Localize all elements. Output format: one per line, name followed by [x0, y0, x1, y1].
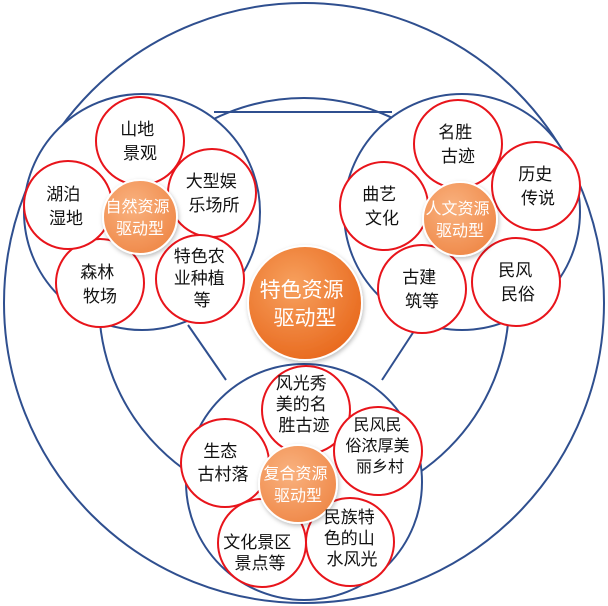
center-line: 特色资源	[260, 278, 344, 302]
petal-line: 景观	[123, 144, 157, 164]
petal-circle	[55, 238, 145, 328]
hub-line: 人文资源	[425, 199, 489, 218]
petal-line: 等	[194, 291, 211, 311]
petal-line: 森林	[80, 263, 114, 283]
petal-label: 名胜 古迹	[438, 123, 477, 167]
petal-line: 湿地	[49, 209, 83, 229]
petal-line: 牧场	[83, 287, 117, 307]
hub-circle-composite	[258, 444, 338, 524]
center-label: 特色资源 驱动型	[260, 278, 351, 330]
petal-label: 民风民 俗浓厚美 丽乡村	[345, 415, 414, 476]
petal-circle	[339, 161, 429, 251]
petal-circle	[413, 99, 503, 189]
petal-line: 乐场所	[189, 196, 240, 216]
petal-line: 传说	[521, 189, 555, 209]
petal-line: 美的名	[276, 395, 327, 415]
petal-label: 生态 古村落	[198, 442, 249, 485]
petal-line: 民风	[498, 261, 532, 281]
group-natural: 山地 景观 大型娱 乐场所 特色农 业种植 等 森林 牧场 湖泊 湿地 自然资源…	[23, 96, 257, 328]
petal-line: 民俗	[501, 285, 535, 305]
hub-line: 复合资源	[263, 464, 327, 483]
petal-circle	[333, 406, 423, 496]
petal-line: 曲艺	[362, 185, 396, 205]
connectors	[187, 111, 419, 381]
petal-line: 大型娱	[186, 172, 237, 192]
petal-line: 俗浓厚美	[345, 436, 409, 455]
petal-line: 风光秀	[276, 374, 327, 394]
petal-line: 古迹	[441, 147, 475, 167]
petal-label: 特色农 业种植 等	[174, 247, 230, 311]
petal-line: 胜古迹	[279, 416, 330, 436]
hub-line: 驱动型	[436, 221, 484, 240]
petal-line: 名胜	[438, 123, 472, 143]
center-line: 驱动型	[274, 306, 337, 330]
hub-circle-cultural	[422, 181, 498, 257]
connector-line	[381, 324, 419, 381]
petal-label: 森林 牧场	[80, 263, 119, 307]
petal-line: 特色农	[174, 247, 225, 267]
petal-circle	[95, 96, 185, 186]
petal-circle	[180, 418, 270, 508]
petal-circle	[23, 160, 113, 250]
petal-line: 文化景区	[223, 533, 291, 553]
petal-label: 历史 传说	[518, 165, 557, 209]
petal-line: 水风光	[327, 550, 378, 570]
petal-line: 生态	[203, 442, 237, 462]
petal-label: 大型娱 乐场所	[186, 172, 242, 216]
petal-line: 山地	[120, 120, 154, 140]
petal-line: 筑等	[405, 292, 439, 312]
hub-line: 驱动型	[274, 486, 322, 505]
petal-label: 民族特 色的山 水风光	[324, 508, 380, 570]
petal-line: 古村落	[198, 465, 249, 485]
hub-line: 自然资源	[105, 197, 169, 216]
group-cultural: 名胜 古迹 历史 传说 民风 民俗 古建 筑等 曲艺 文化 人文资源 驱动型	[339, 99, 581, 334]
petal-label: 文化景区 景点等	[223, 533, 296, 574]
connector-line	[187, 324, 227, 381]
petal-label: 曲艺 文化	[362, 185, 401, 229]
hub-circle-natural	[102, 179, 178, 255]
petal-line: 历史	[518, 165, 552, 185]
petal-line: 丽乡村	[356, 457, 404, 476]
hub-label-composite: 复合资源 驱动型	[263, 464, 332, 505]
petal-circle	[377, 244, 467, 334]
hub-line: 驱动型	[116, 219, 164, 238]
petal-line: 民风民	[353, 415, 401, 434]
petal-label: 风光秀 美的名 胜古迹	[276, 374, 332, 436]
center-circle	[247, 245, 363, 361]
petal-line: 湖泊	[46, 185, 80, 205]
petal-label: 湖泊 湿地	[46, 185, 85, 229]
petal-circle	[167, 148, 257, 238]
petal-circle	[155, 234, 245, 324]
petal-line: 色的山	[324, 529, 375, 549]
group-composite: 风光秀 美的名 胜古迹 民风民 俗浓厚美 丽乡村 民族特 色的山 水风光 文化景…	[180, 365, 423, 588]
petal-label: 古建 筑等	[402, 268, 441, 312]
hub-label-natural: 自然资源 驱动型	[105, 197, 174, 238]
petal-label: 民风 民俗	[498, 261, 537, 305]
petal-circle	[471, 237, 561, 327]
petal-label: 山地 景观	[120, 120, 159, 164]
petal-line: 业种植	[174, 269, 225, 289]
petal-circle	[491, 141, 581, 231]
petal-line: 文化	[365, 209, 399, 229]
petal-line: 古建	[402, 268, 436, 288]
petal-line: 景点等	[235, 554, 286, 574]
hub-label-cultural: 人文资源 驱动型	[425, 199, 494, 240]
petal-line: 民族特	[324, 508, 375, 528]
